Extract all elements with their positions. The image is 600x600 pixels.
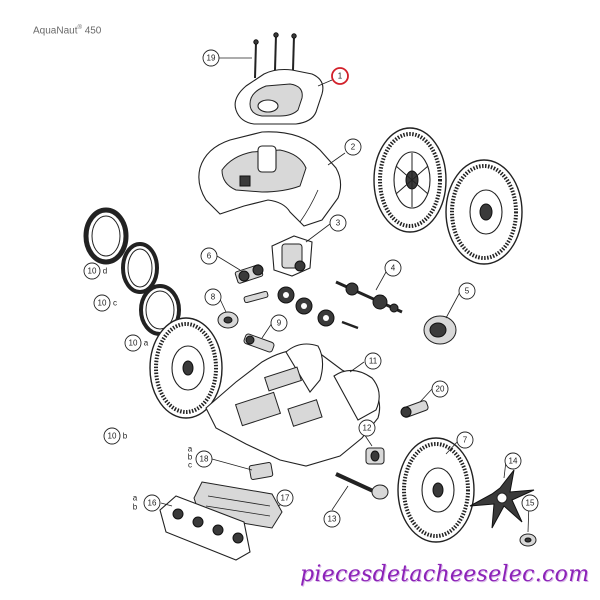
callout-14-label: 14 — [509, 457, 518, 466]
callout-6-label: 6 — [207, 252, 212, 261]
callout-2[interactable]: 2 — [344, 138, 362, 156]
callout-10c-label: 10 — [98, 299, 107, 308]
callout-4[interactable]: 4 — [384, 259, 402, 277]
callout-7[interactable]: 7 — [456, 431, 474, 449]
callout-11[interactable]: 11 — [364, 352, 382, 370]
callout-1[interactable]: 1 — [331, 67, 349, 85]
callout-12[interactable]: 12 — [358, 419, 376, 437]
callout-17[interactable]: 17 — [276, 489, 294, 507]
callout-15-label: 15 — [526, 499, 535, 508]
highlight-ring — [331, 67, 349, 85]
callout-7-label: 7 — [463, 436, 468, 445]
part-top-cover[interactable] — [234, 68, 324, 125]
part-roller[interactable] — [159, 495, 251, 561]
callout-10c[interactable]: 10 c — [93, 294, 117, 312]
callout-9[interactable]: 9 — [270, 314, 288, 332]
part-side-cap[interactable] — [423, 315, 457, 345]
callout-15[interactable]: 15 — [521, 494, 539, 512]
part-drive-shaft[interactable] — [335, 472, 389, 500]
callout-6[interactable]: 6 — [200, 247, 218, 265]
callout-16[interactable]: 16 a b — [133, 494, 161, 512]
part-star-foot[interactable] — [469, 469, 535, 529]
registered-mark: ® — [77, 25, 82, 31]
callout-18-suffix-a: a — [188, 445, 193, 454]
callout-10b[interactable]: 10 b — [103, 427, 128, 445]
callout-18-label: 18 — [200, 455, 209, 464]
part-tyre-10c[interactable] — [121, 242, 159, 294]
model-number: 450 — [84, 25, 102, 37]
callout-2-label: 2 — [351, 143, 356, 152]
part-wheel-bottom-right[interactable] — [397, 437, 475, 543]
website-watermark: piecesdetacheeselec.com — [300, 562, 590, 587]
callout-19[interactable]: 19 — [202, 49, 220, 67]
part-tyre-10d[interactable] — [83, 207, 129, 265]
callout-10d-label: 10 — [88, 267, 97, 276]
callout-11-label: 11 — [369, 357, 378, 366]
callout-18-suffix-c: c — [188, 461, 192, 470]
part-gear-small[interactable] — [234, 264, 264, 284]
callout-16-label: 16 — [148, 499, 157, 508]
callout-5-label: 5 — [465, 287, 470, 296]
callout-10d-suffix: d — [103, 267, 107, 276]
callout-20[interactable]: 20 — [431, 380, 449, 398]
part-shaft-end[interactable] — [400, 400, 429, 418]
callout-17-label: 17 — [281, 494, 290, 503]
part-clip[interactable] — [248, 462, 274, 480]
callout-5[interactable]: 5 — [458, 282, 476, 300]
callout-18-suffix-b: b — [188, 453, 193, 462]
callout-10b-label: 10 — [108, 432, 117, 441]
part-gear-row[interactable] — [243, 286, 359, 330]
callout-4-label: 4 — [391, 264, 396, 273]
part-wheel-top-right-front[interactable] — [445, 159, 523, 265]
part-shaft[interactable] — [243, 333, 275, 353]
callout-10c-suffix: c — [113, 299, 117, 308]
callout-3[interactable]: 3 — [329, 214, 347, 232]
callout-18[interactable]: 18 a b c — [188, 445, 213, 470]
callout-16-suffix-a: a — [133, 494, 138, 503]
part-chassis[interactable] — [205, 343, 381, 467]
callout-3-label: 3 — [336, 219, 341, 228]
model-name: AquaNaut — [33, 25, 78, 37]
part-body-housing[interactable] — [198, 131, 342, 227]
callout-10d[interactable]: 10 d — [83, 262, 107, 280]
part-screws[interactable] — [253, 32, 297, 79]
callout-8[interactable]: 8 — [204, 288, 222, 306]
part-small-cap[interactable] — [519, 533, 537, 547]
callout-14[interactable]: 14 — [504, 452, 522, 470]
callout-10a-label: 10 — [129, 339, 138, 348]
part-wheel-top-right-rear[interactable] — [373, 127, 447, 233]
part-bushing[interactable] — [365, 447, 385, 465]
callout-1-label: 1 — [338, 72, 343, 81]
callout-13-label: 13 — [328, 515, 337, 524]
callout-10a[interactable]: 10 a — [124, 334, 149, 352]
callout-20-label: 20 — [436, 385, 445, 394]
part-wheel-left[interactable] — [149, 317, 223, 419]
callout-9-label: 9 — [277, 319, 282, 328]
model-title: AquaNaut® 450 — [33, 25, 101, 36]
part-turbine-assembly[interactable] — [271, 235, 313, 277]
callout-19-label: 19 — [207, 54, 216, 63]
callout-8-label: 8 — [211, 293, 216, 302]
callout-12-label: 12 — [363, 424, 372, 433]
callout-16-suffix-b: b — [133, 503, 138, 512]
part-bearing[interactable] — [217, 311, 239, 329]
part-gear-axle[interactable] — [335, 280, 403, 314]
callout-13[interactable]: 13 — [323, 510, 341, 528]
callout-10b-suffix: b — [123, 432, 128, 441]
callout-10a-suffix: a — [144, 339, 149, 348]
